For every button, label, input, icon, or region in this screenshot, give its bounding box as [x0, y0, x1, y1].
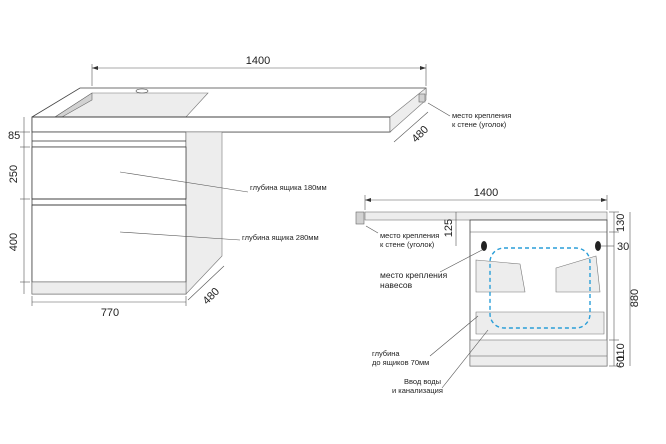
section-wall-mount-2: к стене (уголок): [380, 240, 435, 249]
dim-125: 125: [443, 219, 455, 237]
perspective-view: 1400 480 место крепления к стене (уголок…: [8, 55, 511, 319]
countertop-side-edge: [389, 87, 427, 133]
cabinet-plinth: [31, 281, 187, 295]
lower-drawer: [475, 311, 605, 335]
dim-130: 130: [615, 214, 627, 232]
dim-880: 880: [629, 289, 641, 307]
dim-480-cabinet: 480: [201, 286, 222, 307]
wall-mount-label-2: к стене (уголок): [452, 120, 507, 129]
depth-to-drawers-label-1: глубина: [372, 349, 400, 358]
section-countertop: [364, 211, 608, 221]
top-drawer: [31, 146, 187, 200]
cabinet-side: [185, 131, 223, 295]
water-inlet-label-2: и канализация: [392, 386, 443, 395]
wall-mount-label-1: место крепления: [452, 111, 511, 120]
dim-770: 770: [101, 307, 119, 319]
basin-outline: [489, 247, 591, 329]
water-inlet-label-1: Ввод воды: [404, 377, 441, 386]
section-plinth: [469, 339, 608, 367]
wall-bracket: [418, 93, 426, 103]
hinge-hole-left: [481, 241, 487, 251]
section-wall-mount-1: место крепления: [380, 231, 439, 240]
hinge-mount-label-1: место крепления: [380, 270, 448, 280]
dim-480-top: 480: [410, 124, 431, 145]
bottom-drawer: [31, 204, 187, 283]
dim-1400-side: 1400: [474, 187, 498, 199]
dim-110: 110: [615, 343, 627, 361]
drawer-guide-left: [475, 259, 526, 293]
dim-85: 85: [8, 130, 20, 142]
dim-250: 250: [8, 165, 20, 183]
section-view: 1400 130 30 880 110 60 125: [355, 187, 641, 395]
depth-to-drawers-label-2: до ящиков 70мм: [372, 358, 429, 367]
countertop-front-edge: [31, 116, 391, 133]
section-wall-bracket: [355, 211, 365, 225]
hinge-mount-label-2: навесов: [380, 280, 413, 290]
drawer-depth-top-label: глубина ящика 180мм: [250, 183, 327, 192]
faucet-hole: [135, 88, 149, 94]
hinge-hole-right: [595, 241, 601, 251]
dim-400: 400: [8, 233, 20, 251]
dim-60: 60: [615, 356, 627, 368]
dim-30: 30: [617, 241, 629, 253]
dim-1400-top: 1400: [246, 55, 270, 67]
drawer-guide-right: [555, 255, 601, 293]
drawer-depth-bottom-label: глубина ящика 280мм: [242, 233, 319, 242]
